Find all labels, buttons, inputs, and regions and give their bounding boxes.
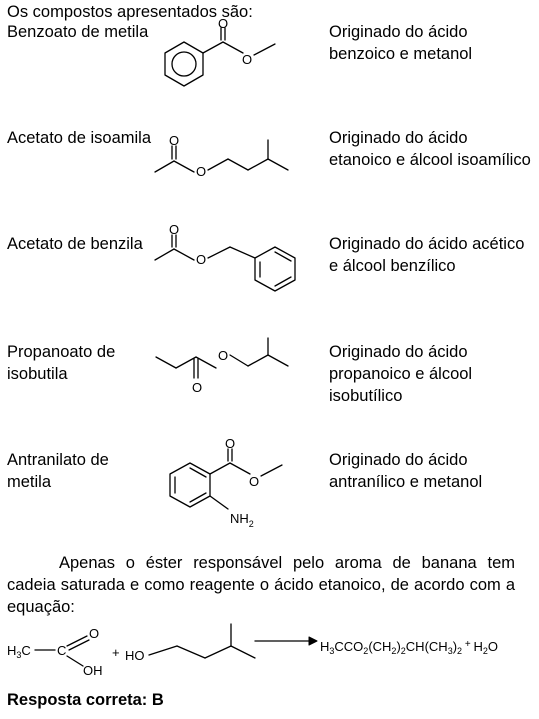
- hydroxyl-label: HO: [125, 648, 145, 663]
- answer-text: Resposta correta: B: [7, 691, 164, 709]
- oxygen-label: O: [218, 348, 228, 363]
- compound-name-2: Acetato de isoamila: [7, 129, 151, 147]
- oxygen-label: O: [196, 164, 206, 179]
- compound-origin-1: Originado do ácido benzoico e metanol: [329, 23, 473, 63]
- compound-origin-2: Originado do ácido etanoico e álcool iso…: [329, 129, 531, 169]
- aromatic-circle: [171, 51, 197, 77]
- oxygen-label: O: [89, 626, 99, 641]
- oxygen-label: O: [169, 133, 179, 148]
- methyl-group-label: H3C: [7, 643, 31, 660]
- compound-origin-5: Originado do ácido antranílico e metanol: [329, 451, 483, 491]
- oxygen-label: O: [169, 222, 179, 237]
- benzene-ring: [254, 246, 296, 292]
- product-formula: H3CCO2(CH2)2CH(CH3)2 + H2O: [320, 639, 498, 656]
- oxygen-label: O: [249, 474, 259, 489]
- benzene-ring: [164, 41, 204, 87]
- hydroxyl-label: OH: [83, 663, 103, 678]
- explanation-paragraph: Apenas o éster responsável pelo aroma de…: [7, 554, 515, 616]
- bond: [202, 41, 224, 54]
- compound-name-5: Antranilato de metila: [7, 451, 109, 491]
- compound-origin-4: Originado do ácido propanoico e álcool i…: [329, 343, 473, 405]
- oxygen-label: O: [192, 380, 202, 395]
- oxygen-label: O: [218, 16, 228, 31]
- carbon-label: C: [57, 643, 66, 658]
- oxygen-label: O: [196, 252, 206, 267]
- amine-label: NH2: [230, 511, 254, 529]
- compound-name-4: Propanoato de isobutila: [7, 343, 116, 383]
- plus-sign: +: [112, 645, 120, 660]
- benzene-ring: [169, 462, 211, 508]
- oxygen-label: O: [225, 436, 235, 451]
- methyl-benzoate-structure: O O: [164, 16, 276, 87]
- isoamyl-acetate-structure: O O: [154, 133, 289, 179]
- benzyl-acetate-structure: O O: [154, 222, 296, 292]
- methyl-anthranilate-structure: O O NH2: [169, 436, 283, 529]
- compound-origin-3: Originado do ácido acético e álcool benz…: [329, 235, 525, 275]
- reaction-equation: H3C C O OH + HO H3CCO2(CH2)2CH(CH3)2 + H…: [7, 623, 498, 678]
- isobutyl-propanoate-structure: O O: [155, 337, 289, 395]
- compound-name-1: Benzoato de metila: [7, 23, 149, 41]
- oxygen-label: O: [242, 52, 252, 67]
- compound-name-3: Acetato de benzila: [7, 235, 143, 253]
- intro-text: Os compostos apresentados são:: [7, 3, 253, 21]
